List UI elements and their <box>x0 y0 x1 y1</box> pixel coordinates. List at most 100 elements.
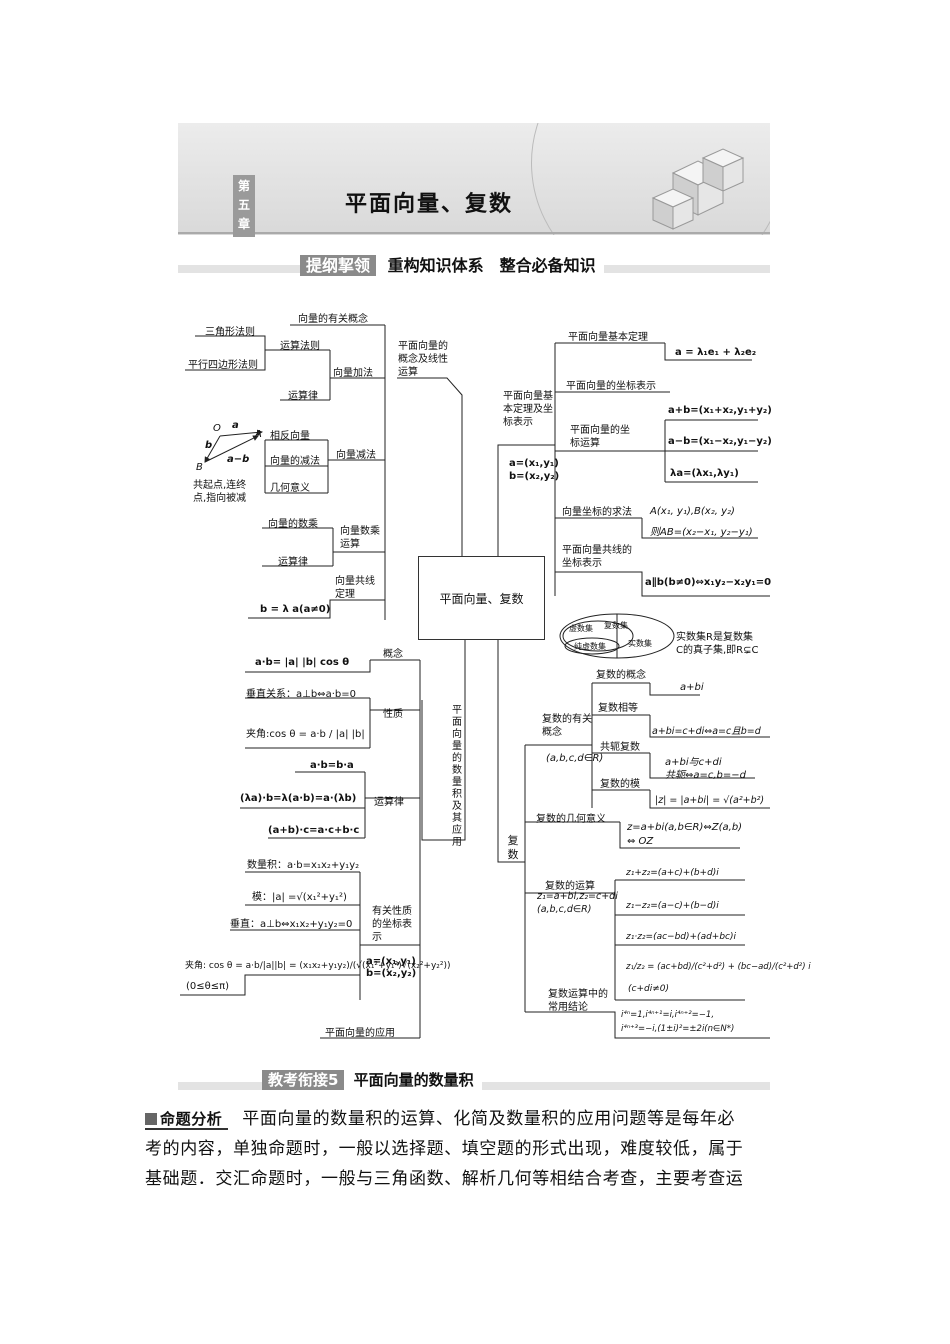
formula-law-2: (λa)·b=λ(a·b)=a·(λb) <box>240 793 357 804</box>
analysis-paragraph: 命题分析 平面向量的数量积的运算、化简及数量积的应用问题等是每年必 考的内容，单… <box>145 1104 805 1194</box>
formula-common-2: i⁴ⁿ⁺³=−i,(1±i)²=±2i(n∈N*) <box>621 1024 735 1034</box>
node-collinear-coord: 平面向量共线的坐标表示 <box>562 545 632 569</box>
chapter-banner <box>178 123 770 235</box>
node-scalar-def: 向量的数乘 <box>268 519 318 530</box>
formula-mod: 模：|a| =√(x₁²+y₁²) <box>252 892 347 903</box>
node-dot-law: 运算律 <box>374 797 404 808</box>
formula-c-conj-1: a+bi与c+di <box>665 757 722 768</box>
formula-angle: 夹角:cos θ = a·b / |a| |b| <box>246 729 365 740</box>
node-scalar-law: 运算律 <box>278 557 308 568</box>
formula-angle-2: 夹角: cos θ = a·b/|a||b| = (x₁x₂+y₁y₂)/(√(… <box>185 961 451 971</box>
node-coord-find: 向量坐标的求法 <box>562 507 632 518</box>
formula-ops-cond-2: (a,b,c,d∈R) <box>537 904 592 915</box>
node-coord-root: 平面向量基本定理及坐标表示 <box>503 391 553 428</box>
node-c-geo: 复数的几何意义 <box>536 814 606 825</box>
node-opposite: 相反向量 <box>270 431 310 442</box>
diag-b: b <box>205 440 213 451</box>
diag-ab: a−b <box>227 454 250 465</box>
formula-law-3: (a+b)·c=a·c+b·c <box>268 825 360 836</box>
node-c-ops: 复数的运算 <box>545 881 595 892</box>
formula-c-conj-2: 共轭⇔a=c,b=−d <box>665 770 747 781</box>
section-tag: 提纲挈领 <box>300 255 377 276</box>
formula-b-2: b=(x₂,y₂) <box>366 968 417 979</box>
node-c-concepts: 复数的有关概念 <box>542 714 592 738</box>
node-add-rule: 运算法则 <box>280 341 320 352</box>
formula-collinear-coord: a∥b(b≠0)⇔x₁y₂−x₂y₁=0 <box>645 577 772 588</box>
formula-op-4: z₁/z₂ = (ac+bd)/(c²+d²) + (bc−ad)/(c²+d²… <box>626 962 811 972</box>
node-vector-add: 向量加法 <box>333 368 373 379</box>
formula-ops-mul: λa=(λx₁,λy₁) <box>670 468 739 479</box>
formula-c-mod: |z| = |a+bi| = √(a²+b²) <box>655 795 765 806</box>
analysis-line-3: 基础题．交汇命题时，一般与三角函数、解析几何等相结合考查，主要考查运 <box>145 1169 744 1189</box>
formula-c-eq: a+bi=c+di⇔a=c且b=d <box>652 726 761 737</box>
node-geo-meaning: 几何意义 <box>270 483 310 494</box>
node-coord-repr: 平面向量的坐标表示 <box>566 381 656 392</box>
chapter-title: 平面向量、复数 <box>345 191 514 217</box>
node-basic-theorem: 平面向量基本定理 <box>568 332 648 343</box>
formula-perp: 垂直关系：a⊥b⇔a·b=0 <box>246 689 356 700</box>
formula-perp-2: 垂直：a⊥b⇔x₁x₂+y₁y₂=0 <box>230 919 353 930</box>
formula-op-4c: (c+di≠0) <box>628 984 669 994</box>
node-c-mod: 复数的模 <box>600 779 640 790</box>
node-coord-prop: 有关性质的坐标表示 <box>372 906 412 943</box>
node-dot-prop: 性质 <box>383 709 403 720</box>
analysis-line-2: 考的内容，单独命题时，一般以选择题、填空题的形式出现，难度较低，属于 <box>145 1139 744 1159</box>
node-vector-sub: 向量减法 <box>336 450 376 461</box>
formula-c-def: a+bi <box>680 682 704 693</box>
formula-find-2: 则AB=(x₂−x₁, y₂−y₁) <box>650 527 753 538</box>
analysis-square-icon <box>145 1113 157 1125</box>
node-coord-ops: 平面向量的坐标运算 <box>570 425 630 449</box>
jk-tag: 教考衔接5 <box>262 1070 345 1090</box>
venn-note-2: C的真子集,即R⊊C <box>676 645 759 656</box>
node-scalar: 向量数乘运算 <box>340 526 380 550</box>
formula-cond: (a,b,c,d∈R) <box>546 753 604 764</box>
formula-common-1: i⁴ⁿ=1,i⁴ⁿ⁺¹=i,i⁴ⁿ⁺²=−1, <box>621 1010 715 1020</box>
formula-ops-add: a+b=(x₁+x₂,y₁+y₂) <box>668 405 772 416</box>
formula-collinear: b = λ a(a≠0) <box>260 604 331 615</box>
analysis-tag-text: 命题分析 <box>160 1110 223 1128</box>
node-collinear: 向量共线定理 <box>335 576 375 600</box>
formula-basic: a = λ₁e₁ + λ₂e₂ <box>675 347 757 358</box>
formula-ops-cond-1: z₁=a+bi,z₂=c+di <box>537 891 618 902</box>
diag-note-1: 共起点,连终 <box>193 480 247 491</box>
analysis-line-1: 命题分析 平面向量的数量积的运算、化简及数量积的应用问题等是每年必 <box>145 1104 805 1134</box>
section-title: 重构知识体系 整合必备知识 <box>387 256 596 275</box>
diag-A: A <box>255 429 262 440</box>
venn-pure: 纯虚数集 <box>574 642 606 651</box>
venn-complex: 复数集 <box>604 621 628 630</box>
diag-o: O <box>213 423 221 434</box>
formula-geo-1: z=a+bi(a,b∈R)⇔Z(a,b) <box>627 822 743 833</box>
formula-range: (0≤θ≤π) <box>186 981 230 992</box>
node-complex-root: 复数 <box>507 834 519 861</box>
node-dot-app: 平面向量的应用 <box>325 1028 395 1039</box>
node-linear-root: 平面向量的概念及线性运算 <box>398 341 448 378</box>
node-concepts: 向量的有关概念 <box>298 314 368 325</box>
formula-find-1: A(x₁, y₁),B(x₂, y₂) <box>650 506 735 517</box>
formula-a: a=(x₁,y₁) <box>509 458 559 469</box>
formula-ops-sub: a−b=(x₁−x₂,y₁−y₂) <box>668 436 772 447</box>
node-triangle-rule: 三角形法则 <box>205 327 255 338</box>
mindmap-center: 平面向量、复数 <box>418 556 545 640</box>
formula-op-2: z₁−z₂=(a−c)+(b−d)i <box>626 901 719 911</box>
node-add-law: 运算律 <box>288 391 318 402</box>
jk-title: 平面向量的数量积 <box>353 1071 474 1089</box>
node-c-conj: 共轭复数 <box>600 742 640 753</box>
jk-heading: 教考衔接5 平面向量的数量积 <box>262 1069 482 1090</box>
node-sub-def: 向量的减法 <box>270 456 320 467</box>
node-c-common: 复数运算中的常用结论 <box>548 989 608 1013</box>
formula-law-1: a·b=b·a <box>310 760 354 771</box>
node-parallelogram-rule: 平行四边形法则 <box>188 360 258 371</box>
formula-b: b=(x₂,y₂) <box>509 471 560 482</box>
cube-decoration-icon <box>178 123 770 235</box>
diag-B: B <box>196 462 203 473</box>
node-dot-concept: 概念 <box>383 649 403 660</box>
formula-op-3: z₁·z₂=(ac−bd)+(ad+bc)i <box>626 932 737 942</box>
node-c-def: 复数的概念 <box>596 670 646 681</box>
chapter-label: 第五章 <box>233 175 255 237</box>
venn-real: 实数集 <box>628 639 652 648</box>
analysis-text-1: 平面向量的数量积的运算、化简及数量积的应用问题等是每年必 <box>242 1109 736 1129</box>
venn-note-1: 实数集R是复数集 <box>676 632 753 643</box>
node-c-eq: 复数相等 <box>598 703 638 714</box>
analysis-tag: 命题分析 <box>145 1110 229 1130</box>
formula-a-2: a=(x₁,y₁) <box>366 956 416 967</box>
